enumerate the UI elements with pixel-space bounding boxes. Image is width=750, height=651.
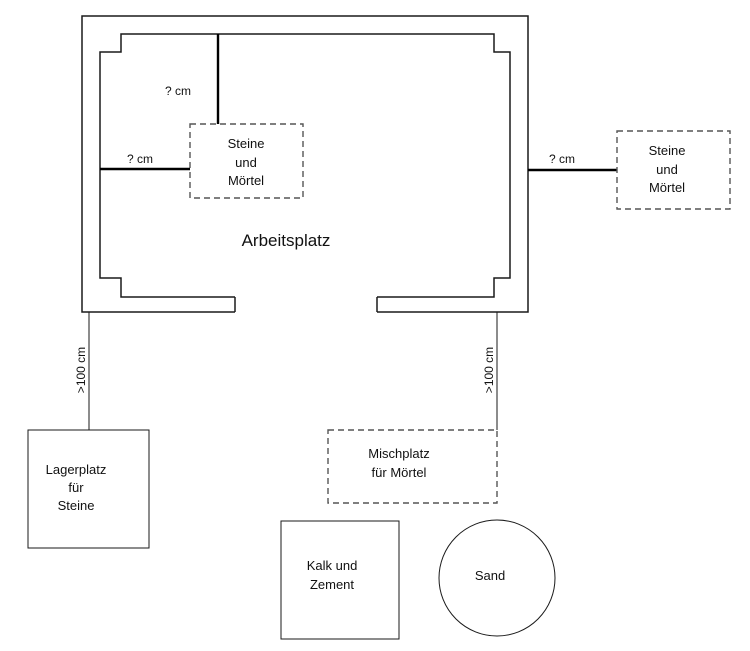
distance-label-right: ? cm [549, 152, 575, 166]
mixing-box [327, 429, 498, 504]
inner-stones-box [189, 123, 304, 199]
inner-stones-line-3: Mörtel [228, 173, 264, 188]
distance-label-right-bottom: >100 cm [482, 347, 496, 393]
distance-label-left-bottom: >100 cm [74, 347, 88, 393]
inner-stones-line-1: Steine [228, 136, 265, 151]
mixing-line-1: Mischplatz [368, 446, 429, 461]
lime-line-2: Zement [310, 577, 354, 592]
storage-line-3: Steine [58, 498, 95, 513]
inner-stones-line-2: und [235, 155, 257, 170]
mixing-line-2: für Mörtel [372, 465, 427, 480]
workplace-outer-wall [81, 15, 529, 313]
sand-circle [438, 519, 556, 637]
storage-line-2: für [68, 480, 84, 495]
lime-box [280, 520, 400, 640]
outer-stones-line-3: Mörtel [649, 180, 685, 195]
distance-label-left: ? cm [127, 152, 153, 166]
outer-stones-line-1: Steine [649, 143, 686, 158]
lime-line-1: Kalk und [307, 558, 358, 573]
distance-label-top: ? cm [165, 84, 191, 98]
storage-box [27, 429, 150, 549]
workplace-label: Arbeitsplatz [242, 231, 331, 250]
outer-stones-line-2: und [656, 162, 678, 177]
storage-line-1: Lagerplatz [46, 462, 107, 477]
workplace-inner-wall [99, 33, 511, 298]
sand-label: Sand [475, 568, 505, 583]
outer-stones-box [616, 130, 731, 210]
